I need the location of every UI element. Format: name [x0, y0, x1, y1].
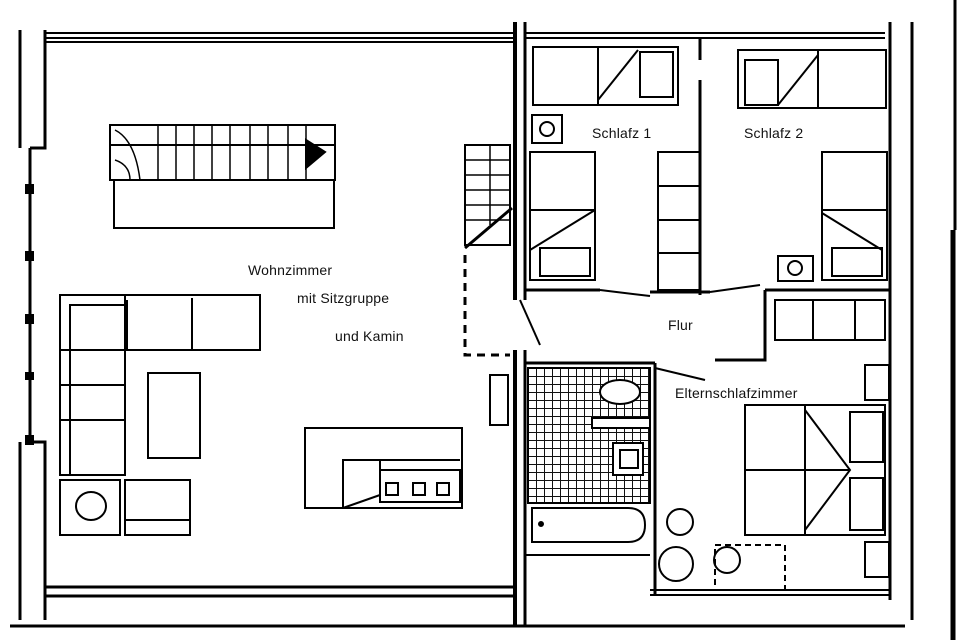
schlafz1-furniture: [529, 46, 701, 291]
eltern-furniture: [658, 299, 890, 591]
room-label-schlafz2: Schlafz 2: [744, 125, 804, 141]
room-label-wohnzimmer-line2: mit Sitzgruppe: [297, 290, 390, 306]
coffee-table: [147, 372, 201, 459]
room-label-schlafz1: Schlafz 1: [592, 125, 652, 141]
armchair-with-side-table: [59, 479, 191, 536]
bathroom: [527, 367, 651, 543]
corner-sofa: [59, 294, 261, 476]
staircase-small: [464, 144, 513, 250]
schlafz2-furniture: [737, 49, 888, 282]
room-label-elternschlafzimmer: Elternschlafzimmer: [675, 385, 798, 401]
shelf-wall: [489, 374, 509, 426]
room-label-wohnzimmer: Wohnzimmer: [248, 262, 333, 278]
fireplace-kamin: [304, 427, 463, 509]
room-label-wohnzimmer-line3: und Kamin: [335, 328, 404, 344]
room-label-flur: Flur: [668, 317, 693, 333]
outer-walls: [10, 0, 957, 640]
staircase-main: [109, 124, 336, 229]
